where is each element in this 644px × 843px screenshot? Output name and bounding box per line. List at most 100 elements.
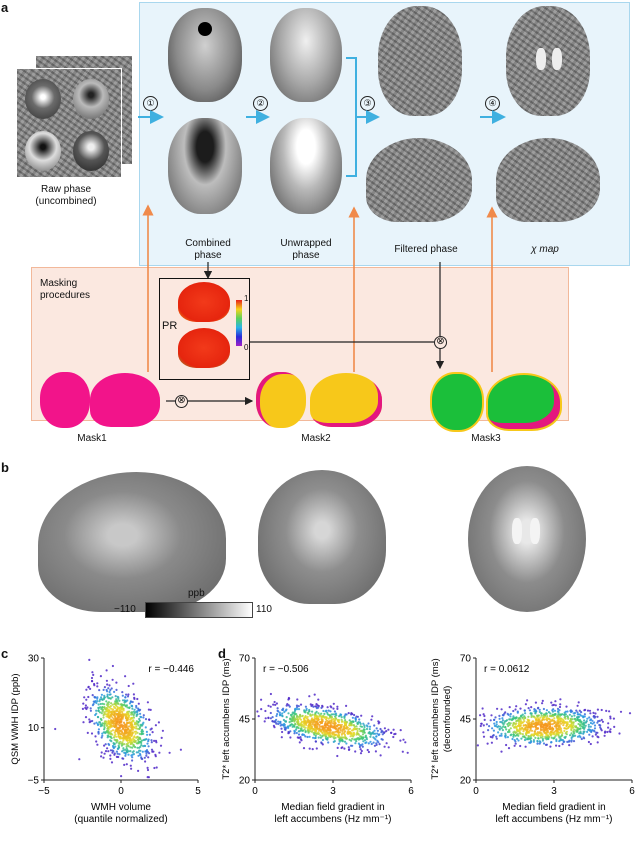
scatter-point <box>501 719 504 722</box>
scatter-point <box>333 740 336 743</box>
scatter-point <box>290 723 293 726</box>
scatter-point <box>362 740 365 743</box>
scatter-point <box>589 725 592 728</box>
scatter-point <box>517 734 520 737</box>
scatter-point <box>111 678 114 681</box>
scatter-point <box>135 742 139 745</box>
scatter-point <box>350 732 353 736</box>
scatter-point <box>348 738 351 741</box>
scatter-point <box>549 734 553 737</box>
scatter-point <box>365 727 369 731</box>
scatter-point <box>528 729 532 732</box>
scatter-point <box>322 728 325 731</box>
scatter-point <box>540 733 543 736</box>
scatter-point <box>150 727 153 730</box>
scatter-point <box>324 734 327 737</box>
scatter-point <box>549 728 552 731</box>
scatter-point <box>120 775 123 778</box>
scatter-point <box>336 725 339 728</box>
scatter-point <box>275 702 278 705</box>
scatter-point <box>538 710 541 713</box>
scatter-point <box>145 752 148 755</box>
scatter-point <box>505 743 508 747</box>
scatter-point <box>546 724 550 727</box>
scatter-point <box>334 727 337 730</box>
scatter-point <box>297 733 301 736</box>
scatter-point <box>551 709 554 712</box>
scatter-point <box>305 722 308 725</box>
scatter-point <box>108 684 111 687</box>
scatter-point <box>107 708 110 711</box>
y-tick-label: 20 <box>460 776 472 787</box>
scatter-point <box>318 723 321 727</box>
scatter-point <box>555 733 558 736</box>
scatter-point <box>96 723 99 726</box>
scatter-point <box>556 710 560 713</box>
scatter-point <box>139 754 142 757</box>
scatter-point <box>130 704 133 707</box>
scatter-point <box>339 713 342 716</box>
scatter-point <box>326 736 329 739</box>
scatter-point <box>303 724 306 727</box>
scatter-point <box>291 716 294 719</box>
scatter-point <box>321 735 324 738</box>
x-tick-label: 3 <box>551 786 557 797</box>
scatter-point <box>288 721 291 724</box>
scatter-point <box>593 730 596 733</box>
scatter-point <box>343 733 347 737</box>
scatter-point <box>132 710 135 713</box>
scatter-point <box>355 725 358 728</box>
scatter-point <box>596 741 599 744</box>
combined-phase-bottom <box>168 118 242 214</box>
scatter-point <box>305 707 308 710</box>
scatter-point <box>340 746 343 750</box>
scatter-point <box>152 750 155 753</box>
scatter-point <box>158 751 161 754</box>
scatter-point <box>350 729 354 732</box>
scatter-point <box>126 710 129 713</box>
scatter-point <box>542 707 546 711</box>
scatter-point <box>320 720 323 723</box>
scatter-point <box>354 750 357 753</box>
scatter-point <box>541 721 544 725</box>
scatter-point <box>385 730 388 733</box>
scatter-point <box>550 719 553 722</box>
scatter-point <box>586 717 589 720</box>
scatter-point <box>109 688 112 692</box>
scatter-point <box>105 679 108 682</box>
scatter-point <box>534 701 538 704</box>
scatter-point <box>117 744 120 747</box>
scatter-point <box>376 739 379 742</box>
scatter-point <box>91 680 94 683</box>
scatter-point <box>514 708 517 711</box>
scatter-point <box>593 721 596 724</box>
scatter-point <box>343 727 346 730</box>
scatter-point <box>573 728 576 731</box>
scatter-point <box>122 727 125 730</box>
scatter-point <box>360 725 364 728</box>
scatter-point <box>392 735 395 739</box>
scatter-point <box>534 736 537 739</box>
scatter-point <box>279 724 282 727</box>
scatter-point <box>294 707 297 710</box>
scatter-point <box>128 702 132 705</box>
y-axis-label: (deconfounded) <box>442 686 453 753</box>
scatter-point <box>508 706 511 709</box>
scatter-point <box>543 716 546 719</box>
scatter-point <box>141 728 144 731</box>
scatter-point <box>131 700 134 704</box>
scatter-point <box>346 726 349 729</box>
scatter-point <box>122 747 125 750</box>
scatter-point <box>102 698 105 701</box>
scatter-point <box>583 709 586 712</box>
scatter-point <box>538 742 541 745</box>
scatter-point <box>303 728 306 731</box>
scatter-point <box>120 710 124 713</box>
scatter-point <box>327 733 330 736</box>
scatter-point <box>487 729 490 732</box>
scatter-point <box>558 720 561 723</box>
scatter-point <box>359 748 362 751</box>
scatter-point <box>358 718 361 721</box>
scatter-point <box>567 725 570 728</box>
scatter-point <box>540 714 543 717</box>
